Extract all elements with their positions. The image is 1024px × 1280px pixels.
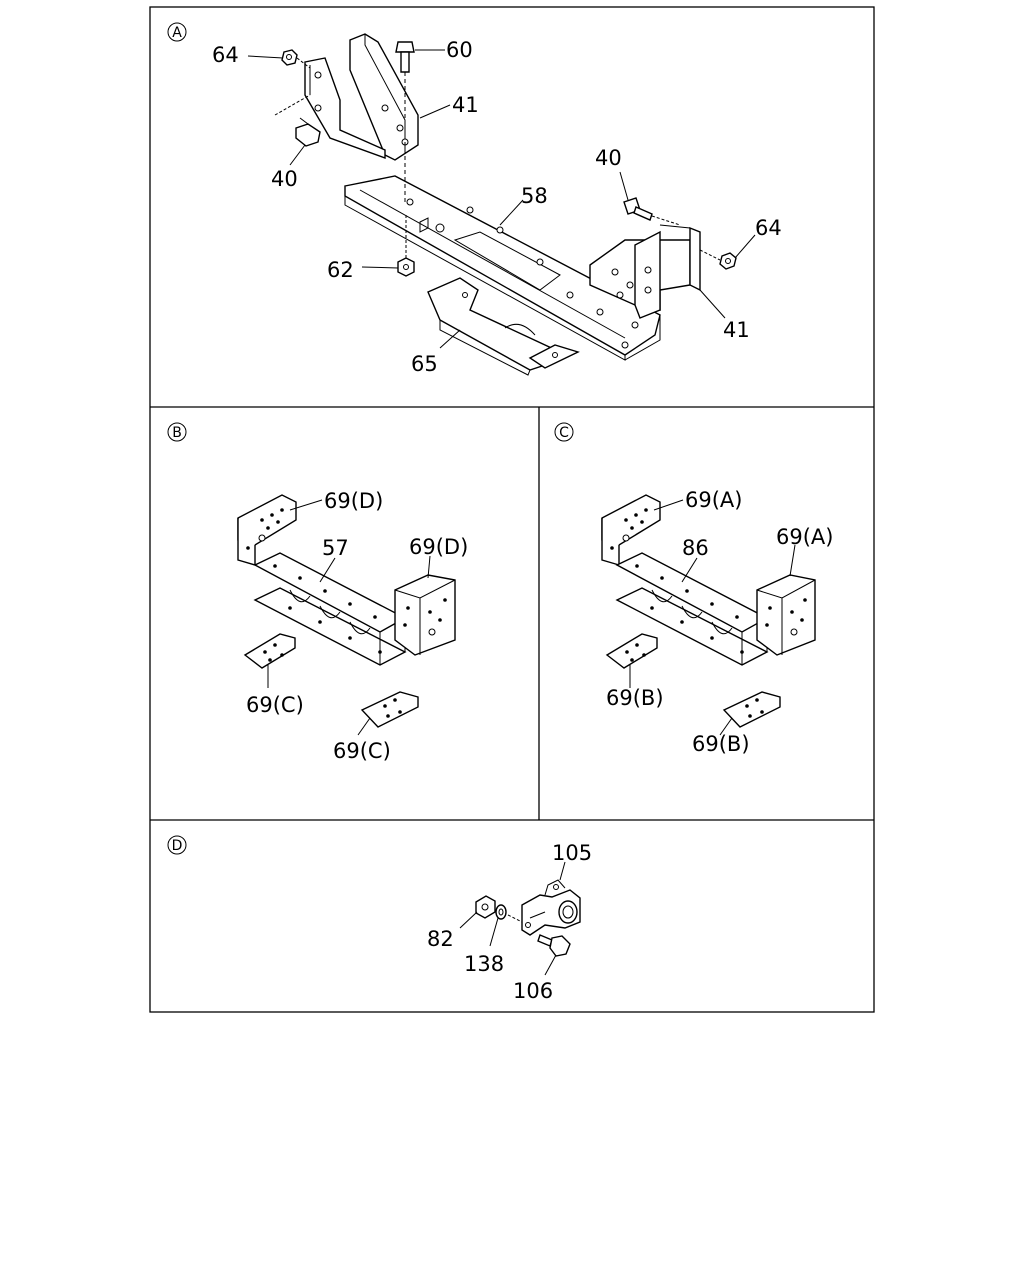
block-69a-large bbox=[756, 574, 816, 656]
nut-82 bbox=[475, 895, 496, 919]
label-58: 58 bbox=[521, 184, 548, 208]
label-41-left: 41 bbox=[452, 93, 479, 117]
leaders-d bbox=[459, 861, 566, 976]
leaders-a bbox=[247, 49, 756, 349]
panel-tag-a: A bbox=[167, 22, 187, 42]
label-69b-right: 69(B) bbox=[692, 732, 750, 756]
label-64-left: 64 bbox=[212, 43, 239, 67]
label-62: 62 bbox=[327, 258, 354, 282]
label-65: 65 bbox=[411, 352, 438, 376]
panel-d-drawing bbox=[459, 861, 581, 976]
panel-tag-b: B bbox=[167, 422, 187, 442]
panel-tag-d-text: D bbox=[172, 838, 183, 854]
rail-58 bbox=[344, 175, 661, 361]
plate-69b-left bbox=[605, 633, 658, 669]
label-105: 105 bbox=[552, 841, 592, 865]
bolt-40-left bbox=[274, 94, 321, 147]
nut-62 bbox=[397, 215, 415, 277]
label-40-left: 40 bbox=[271, 167, 298, 191]
label-69c-left: 69(C) bbox=[246, 693, 304, 717]
labels-panel-c: 69(A) 86 69(A) 69(B) 69(B) bbox=[606, 488, 833, 756]
label-69a-upper: 69(A) bbox=[685, 488, 742, 512]
bracket-41-right bbox=[589, 224, 701, 319]
panel-tag-b-text: B bbox=[172, 425, 182, 441]
label-40-right: 40 bbox=[595, 146, 622, 170]
plate-69d-small bbox=[237, 494, 297, 566]
label-86: 86 bbox=[682, 536, 709, 560]
leaders-c bbox=[629, 499, 796, 736]
plate-69c-left bbox=[243, 633, 296, 669]
bolt-40-right bbox=[623, 197, 681, 226]
leaders-b bbox=[267, 499, 431, 736]
plate-69b-right bbox=[722, 691, 781, 728]
panel-frames bbox=[149, 6, 875, 1013]
plate-69a-small bbox=[601, 494, 661, 566]
plate-69c-right bbox=[360, 691, 419, 728]
switch-105 bbox=[521, 879, 581, 936]
labels-panel-a: 64 60 41 40 58 40 64 62 41 65 bbox=[212, 38, 782, 376]
block-69d-large bbox=[394, 574, 456, 656]
label-41-right: 41 bbox=[723, 318, 750, 342]
label-82: 82 bbox=[427, 927, 454, 951]
labels-panel-b: 69(D) 57 69(D) 69(C) 69(C) bbox=[246, 489, 468, 763]
label-64-right: 64 bbox=[755, 216, 782, 240]
label-69d-upper: 69(D) bbox=[324, 489, 383, 513]
panel-tag-d: D bbox=[167, 835, 187, 855]
label-106: 106 bbox=[513, 979, 553, 1003]
panel-tag-a-text: A bbox=[172, 25, 182, 41]
label-69b-left: 69(B) bbox=[606, 686, 664, 710]
panel-c-drawing bbox=[601, 494, 816, 736]
labels-panel-d: 105 82 138 106 bbox=[427, 841, 592, 1003]
panel-tag-c-text: C bbox=[559, 425, 569, 441]
bolt-60 bbox=[395, 41, 415, 205]
label-57: 57 bbox=[322, 536, 349, 560]
label-69c-right: 69(C) bbox=[333, 739, 391, 763]
panel-b-drawing bbox=[237, 494, 456, 736]
bracket-65 bbox=[427, 277, 580, 376]
panel-tag-c: C bbox=[554, 422, 574, 442]
rail-57 bbox=[253, 552, 407, 666]
label-138: 138 bbox=[464, 952, 504, 976]
label-60: 60 bbox=[446, 38, 473, 62]
nut-64-right bbox=[699, 249, 737, 270]
washer-138 bbox=[495, 904, 523, 923]
outer-frame bbox=[149, 6, 875, 1013]
label-69d-right: 69(D) bbox=[409, 535, 468, 559]
bolt-106 bbox=[537, 934, 571, 957]
panel-a-drawing bbox=[247, 33, 756, 376]
label-69a-right: 69(A) bbox=[776, 525, 833, 549]
nut-64-left bbox=[281, 49, 311, 69]
